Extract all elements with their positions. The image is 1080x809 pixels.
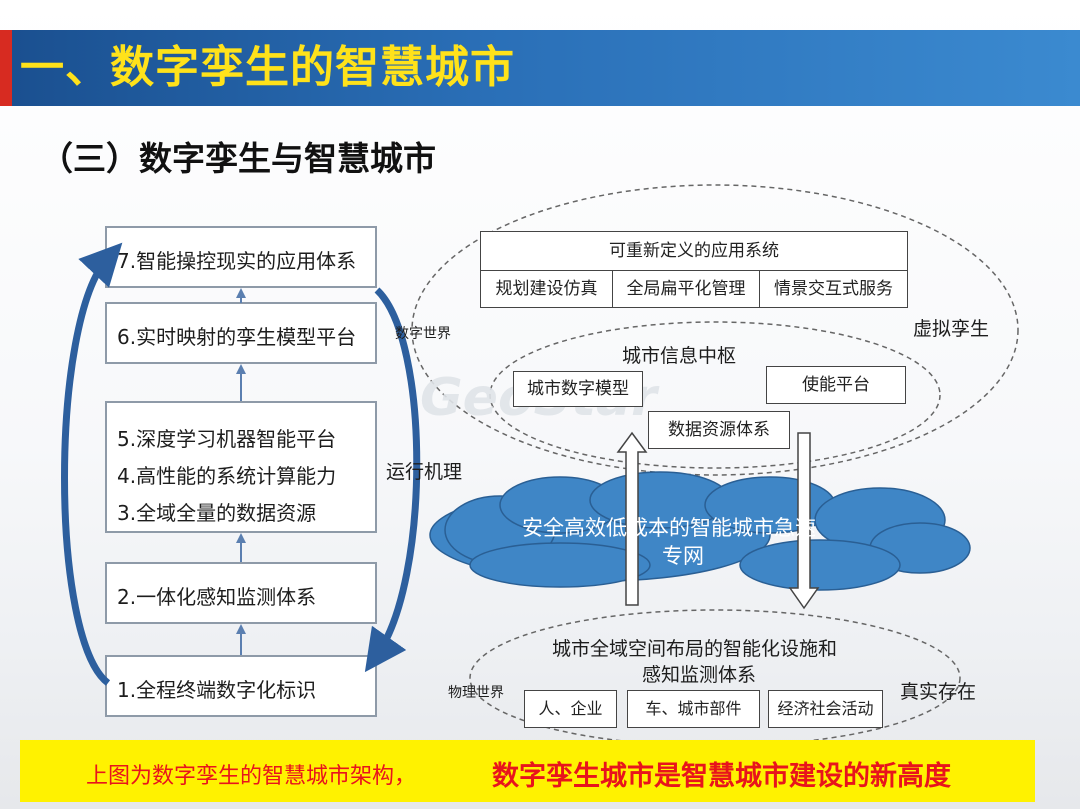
upward-hollow-arrow [616,431,648,606]
layer-2-box: 2.一体化感知监测体系 [105,562,377,624]
enabling-platform-box: 使能平台 [766,366,906,404]
city-digital-model-box: 城市数字模型 [513,371,643,407]
app-item-label: 规划建设仿真 [495,279,598,299]
physical-line-2: 感知监测体系 [642,664,757,686]
physical-item-vehicles: 车、城市部件 [627,690,760,728]
app-item-management: 全局扁平化管理 [612,270,760,308]
section-subtitle: （三）数字孪生与智慧城市 [40,139,436,178]
digital-world-label: 数字世界 [395,326,451,342]
data-resource-box: 数据资源体系 [648,411,790,449]
right-loop-arc [364,287,421,673]
up-arrow-icon [236,624,246,634]
app-item-service: 情景交互式服务 [759,270,908,308]
physical-world-label: 物理世界 [448,685,504,701]
app-item-label: 情景交互式服务 [774,279,893,299]
mechanism-label: 运行机理 [386,461,463,483]
left-loop-arc [61,242,123,686]
enabling-platform-label: 使能平台 [802,375,870,395]
up-arrow-icon [236,533,246,543]
layer-4-label: 4.高性能的系统计算能力 [117,464,337,488]
app-item-label: 全局扁平化管理 [626,279,746,299]
header-accent-stripe [0,30,12,106]
layer-7-box: 7.智能操控现实的应用体系 [105,226,377,288]
network-line-2: 专网 [662,544,704,568]
virtual-twin-ellipse [411,184,1019,476]
page-title: 一、数字孪生的智慧城市 [20,42,515,93]
conclusion-banner: 上图为数字孪生的智慧城市架构， 数字孪生城市是智慧城市建设的新高度 [20,740,1035,802]
layer-6-label: 6.实时映射的孪生模型平台 [117,325,357,349]
banner-caption: 上图为数字孪生的智慧城市架构， [86,764,417,789]
up-arrow-stem [240,633,242,655]
app-system-title: 可重新定义的应用系统 [609,241,779,261]
banner-highlight: 数字孪生城市是智慧城市建设的新高度 [492,761,951,792]
downward-hollow-arrow [788,432,820,610]
physical-item-people: 人、企业 [524,690,617,728]
up-arrow-icon [236,288,246,298]
up-arrow-stem [240,373,242,401]
layer-1-label: 1.全程终端数字化标识 [117,678,317,702]
layer-3-label: 3.全域全量的数据资源 [117,501,317,525]
layer-5-3-box: 5.深度学习机器智能平台 4.高性能的系统计算能力 3.全域全量的数据资源 [105,401,377,533]
layer-2-label: 2.一体化感知监测体系 [117,585,317,609]
network-line-1: 安全高效低成本的智能城市急速 [522,516,816,540]
up-arrow-stem [240,297,242,303]
layer-1-box: 1.全程终端数字化标识 [105,655,377,717]
app-system-header: 可重新定义的应用系统 [480,231,908,271]
app-item-planning: 规划建设仿真 [480,270,613,308]
physical-item-economy: 经济社会活动 [768,690,883,728]
network-cloud [429,471,971,591]
data-resource-label: 数据资源体系 [668,420,770,440]
physical-item-label: 车、城市部件 [645,699,742,718]
real-exist-label: 真实存在 [900,681,977,703]
info-hub-title: 城市信息中枢 [622,345,737,367]
layer-7-label: 7.智能操控现实的应用体系 [117,249,357,273]
physical-item-label: 人、企业 [538,699,603,718]
physical-line-1: 城市全域空间布局的智能化设施和 [552,638,838,660]
physical-item-label: 经济社会活动 [777,699,874,718]
up-arrow-stem [240,542,242,562]
layer-6-box: 6.实时映射的孪生模型平台 [105,302,377,364]
up-arrow-icon [236,364,246,374]
header-bar [0,30,1080,106]
city-digital-model-label: 城市数字模型 [527,379,629,399]
virtual-twin-label: 虚拟孪生 [913,318,990,340]
layer-5-label: 5.深度学习机器智能平台 [117,427,337,451]
info-hub-ellipse [489,321,941,469]
